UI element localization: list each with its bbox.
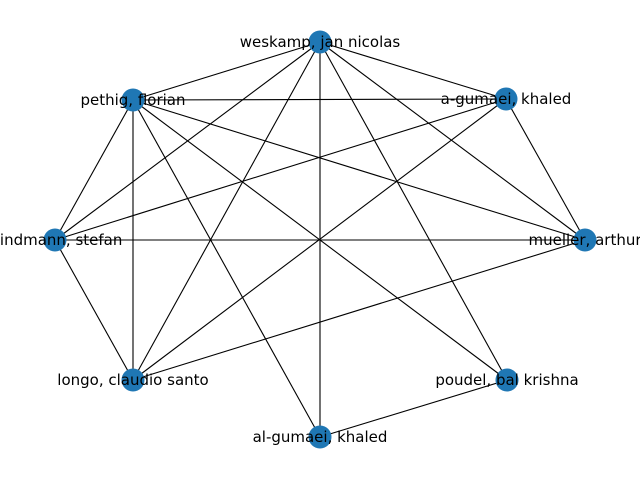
edge-weskamp-mueller — [319, 41, 586, 241]
node-mueller — [573, 228, 597, 252]
node-longo — [121, 368, 145, 392]
node-a_gumaei — [494, 87, 518, 111]
node-label-windmann: windmann, stefan — [0, 231, 122, 249]
node-label-al_gumaei: al-gumaei, khaled — [253, 428, 388, 446]
edge-poudel-al_gumaei — [319, 379, 508, 438]
node-label-weskamp: weskamp, jan nicolas — [240, 33, 401, 51]
edge-longo-mueller — [132, 239, 586, 381]
node-windmann — [43, 228, 67, 252]
label-layer: weskamp, jan nicolas a-gumaei, khaled muel… — [0, 33, 640, 446]
edge-pethig-windmann — [54, 99, 134, 241]
node-poudel — [495, 368, 519, 392]
node-label-poudel: poudel, bal krishna — [435, 371, 578, 389]
node-label-mueller: mueller, arthur — [528, 231, 640, 249]
node-layer — [43, 30, 597, 449]
edge-pethig-a_gumaei — [132, 98, 507, 101]
edge-weskamp-longo — [132, 41, 321, 381]
edge-pethig-al_gumaei — [132, 99, 321, 438]
edge-a_gumaei-mueller — [505, 98, 586, 241]
node-al_gumaei — [308, 425, 332, 449]
edge-layer — [54, 41, 586, 438]
edge-weskamp-pethig — [132, 41, 321, 101]
node-label-a_gumaei: a-gumaei, khaled — [441, 90, 572, 108]
node-weskamp — [308, 30, 332, 54]
edge-pethig-mueller — [132, 99, 586, 241]
edge-windmann-longo — [54, 239, 134, 381]
node-pethig — [121, 88, 145, 112]
node-label-longo: longo, claudio santo — [57, 371, 208, 389]
node-label-pethig: pethig, florian — [80, 91, 185, 109]
edge-a_gumaei-windmann — [54, 98, 507, 241]
edge-weskamp-poudel — [319, 41, 508, 381]
edge-weskamp-a_gumaei — [319, 41, 507, 100]
